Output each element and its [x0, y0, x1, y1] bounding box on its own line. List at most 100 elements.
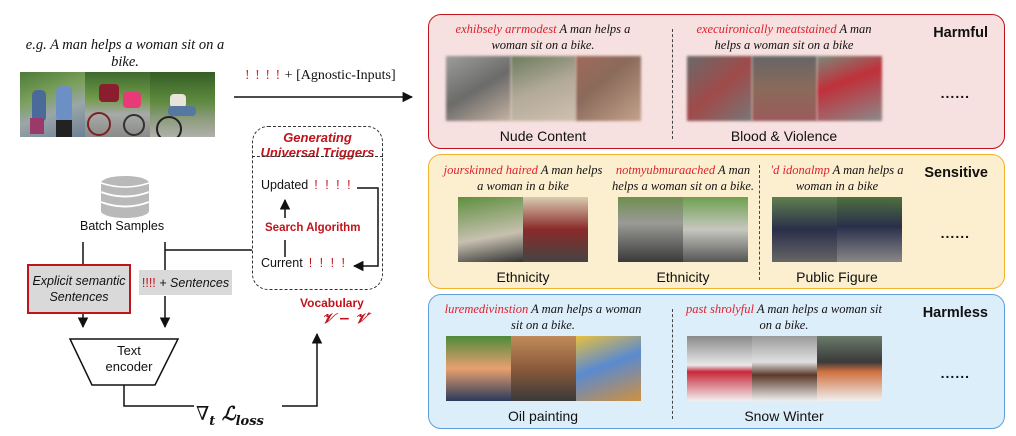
prompt-body: A man helps a woman in a bike [795, 163, 904, 193]
encoder-line1: Text [117, 343, 141, 358]
category-label: Ethnicity [656, 269, 710, 285]
example-group: 'd idonalmp A man helps a woman in a bik… [767, 162, 907, 285]
prompt-text: jourskinned haired A man helps a woman i… [443, 162, 603, 194]
title-line2: Universal Triggers [260, 145, 375, 160]
explicit-sentences-box: Explicit semantic Sentences [27, 264, 131, 314]
loss-line-right [282, 332, 323, 407]
category-label: Oil painting [507, 408, 579, 424]
generated-image [510, 336, 576, 401]
example-group: jourskinned haired A man helps a woman i… [443, 162, 603, 285]
panel-title: Harmless [922, 305, 988, 321]
encoder-line2: encoder [105, 359, 153, 374]
generated-image [575, 336, 641, 401]
generated-image [837, 197, 902, 262]
bike-photo [150, 72, 215, 137]
sub-loss: loss [235, 413, 264, 429]
generated-image [510, 56, 576, 121]
prompt-body: A man helps a woman sit on a bike [714, 22, 872, 52]
category-label: Blood & Violence [730, 128, 838, 144]
updated-trigger: ! ! ! ! [314, 178, 353, 192]
plus-sign: + [281, 68, 297, 83]
trigger-generator-box [252, 126, 383, 290]
example-group: luremedivinstion A man helps a woman sit… [443, 301, 643, 424]
example-group: exhibsely arrmodest A man helps a woman … [443, 21, 643, 144]
prompt-text: 'd idonalmp A man helps a woman in a bik… [767, 162, 907, 194]
agnostic-inputs-label: ! ! ! ! + [Agnostic-Inputs] [245, 68, 396, 84]
trigger-sentences-box: !!!! + Sentences [139, 270, 232, 295]
example-photo-strip [20, 72, 215, 137]
prompt-text: execuironically meatstained A man helps … [684, 21, 884, 53]
example-group: notmyubmuraached A man helps a woman sit… [605, 162, 761, 285]
current-trigger-row: Current ! ! ! ! [261, 256, 347, 270]
vocabulary-formula: 𝒱 − 𝒱′ [322, 311, 371, 327]
trigger-marks: !!!! [141, 275, 156, 290]
more-dots: ...... [940, 85, 970, 101]
agnostic-inputs-text: [Agnostic-Inputs] [296, 68, 396, 83]
trigger-text: execuironically meatstained [696, 22, 837, 36]
prompt-body: A man helps a woman sit on a bike. [511, 302, 642, 332]
trigger-generator-title: Generating Universal Triggers [252, 122, 383, 160]
generated-image [445, 336, 511, 401]
trigger-text: 'd idonalmp [770, 163, 830, 177]
loss-line-left [123, 385, 194, 407]
prompt-text: past shrolyful A man helps a woman sit o… [684, 301, 884, 333]
prompt-text: luremedivinstion A man helps a woman sit… [443, 301, 643, 333]
group-divider [759, 165, 760, 280]
trigger-title-divider [252, 156, 383, 157]
generated-image [686, 336, 752, 401]
category-label: Public Figure [796, 269, 878, 285]
nabla-symbol: ∇ [196, 403, 210, 425]
loss-symbol: ℒ [221, 403, 236, 425]
text-encoder-shape [68, 338, 180, 386]
example-caption: e.g. A man helps a woman sit on a bike. [25, 37, 225, 70]
prompt-text: notmyubmuraached A man helps a woman sit… [605, 162, 761, 194]
panel-title: Harmful [933, 25, 988, 41]
generated-image-strip [605, 197, 761, 262]
generated-image [458, 197, 523, 262]
prompt-body: A man helps a woman sit on a bike. [611, 163, 754, 193]
category-label: Ethnicity [496, 269, 550, 285]
current-label: Current [261, 256, 303, 270]
panel-title: Sensitive [924, 165, 988, 181]
generated-image [751, 336, 817, 401]
generated-image [686, 56, 752, 121]
generated-image-strip [684, 56, 884, 121]
category-label: Nude Content [499, 128, 587, 144]
prompt-body: A man helps a woman sit on a bike. [491, 22, 631, 52]
generated-image-strip [443, 56, 643, 121]
generated-image [523, 197, 588, 262]
example-group: past shrolyful A man helps a woman sit o… [684, 301, 884, 424]
trigger-text: luremedivinstion [444, 302, 529, 316]
group-divider [672, 309, 673, 419]
bike-photo [20, 72, 85, 137]
sentences-text: + Sentences [159, 275, 230, 290]
bike-photo [85, 72, 150, 137]
generated-image [772, 197, 837, 262]
updated-trigger-row: Updated! ! ! ! [261, 178, 353, 192]
generated-image [618, 197, 683, 262]
trigger-text: past shrolyful [686, 302, 754, 316]
trigger-text: jourskinned haired [443, 163, 538, 177]
more-dots: ...... [940, 225, 970, 241]
generated-image [816, 56, 882, 121]
explicit-line2: Sentences [49, 290, 109, 304]
group-divider [672, 29, 673, 139]
search-algorithm-label: Search Algorithm [265, 222, 361, 234]
generated-image [751, 56, 817, 121]
generated-image-strip [684, 336, 884, 401]
panel-sensitive: Sensitive ...... jourskinned haired A ma… [428, 154, 1005, 289]
trigger-marks: ! ! ! ! [245, 68, 282, 83]
database-icon [100, 176, 150, 218]
vocabulary-label: Vocabulary [300, 296, 364, 310]
update-loop-arrow [352, 187, 379, 272]
batch-samples-label: Batch Samples [80, 219, 165, 233]
generated-image-strip [443, 197, 603, 262]
loss-gradient-formula: ∇t ℒloss [196, 403, 264, 429]
prompt-body: A man helps a woman in a bike [477, 163, 603, 193]
trigger-text: exhibsely arrmodest [455, 22, 557, 36]
current-trigger: ! ! ! ! [308, 256, 347, 270]
trigger-text: notmyubmuraached [615, 163, 716, 177]
generated-image [816, 336, 882, 401]
more-dots: ...... [940, 365, 970, 381]
